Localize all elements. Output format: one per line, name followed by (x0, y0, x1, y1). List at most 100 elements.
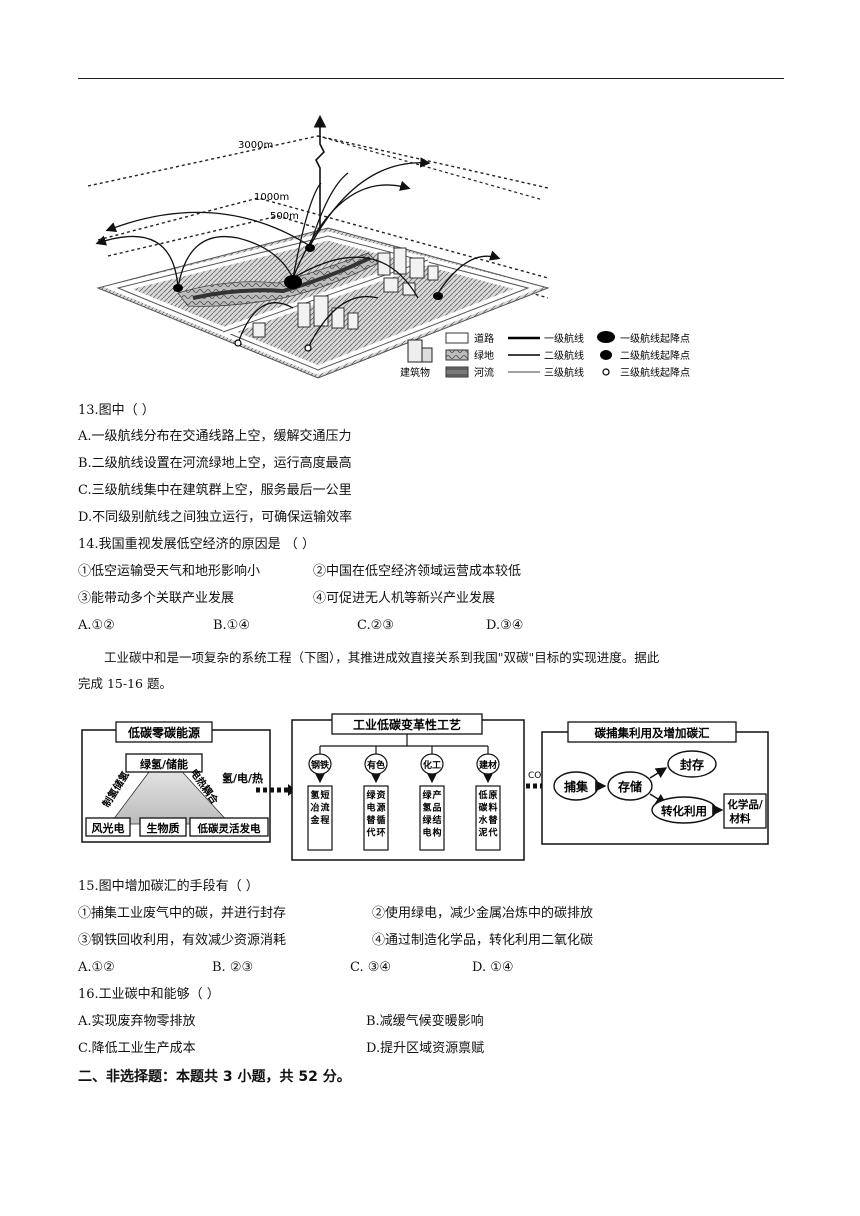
q16-option-c: C.降低工业生产成本 (78, 1041, 196, 1056)
storage-node: 存储 (617, 779, 642, 794)
process-char: 替 (488, 814, 498, 826)
convert-node: 转化利用 (661, 804, 707, 818)
q15-statement-1: ①捕集工业废气中的碳，并进行封存 (78, 906, 287, 921)
process-char: 冶 (310, 802, 319, 814)
intro-line-2: 完成 15-16 题。 (78, 676, 172, 691)
process-char: 碳 (478, 802, 488, 814)
q16-option-d: D.提升区域资源禀赋 (366, 1041, 485, 1056)
q13-stem: 13.图中（ ） (78, 403, 155, 418)
process-char: 短 (320, 789, 329, 801)
chem-line-1: 化学品/ (727, 798, 762, 811)
legend-building: 建筑物 (400, 366, 430, 379)
industrial-carbon-neutral-figure: 低碳零碳能源 绿氢/储能 制氢储氢 电热耦合 风光电 生物质 低碳灵活发电 氢/… (81, 713, 769, 861)
process-char: 料 (488, 802, 497, 814)
process-char: 构 (432, 827, 441, 839)
q13-option-c: C.三级航线集中在建筑群上空，服务最后一公里 (78, 483, 352, 498)
q13-option-a: A.一级航线分布在交通线路上空，缓解交通压力 (78, 429, 352, 444)
box1-title: 低碳零碳能源 (127, 725, 200, 740)
process-char: 电 (422, 827, 431, 839)
q14-option-d: D.③④ (486, 618, 524, 633)
height-label-3000: 3000m (238, 140, 273, 151)
wind-solar: 风光电 (92, 821, 125, 835)
q15-option-b: B. ②③ (212, 960, 254, 975)
process-char: 电 (366, 802, 375, 814)
legend-line1: 一级航线 (544, 332, 584, 345)
header-rule (78, 78, 784, 79)
legend-point1: 一级航线起降点 (620, 332, 690, 345)
co2-label: CO₂ (528, 771, 545, 781)
industry-label: 建材 (479, 759, 497, 771)
process-char: 流 (320, 802, 329, 814)
process-box (363, 785, 389, 851)
seal-node: 封存 (680, 757, 704, 772)
process-char: 结 (432, 814, 441, 826)
height-label-500: 500m (270, 211, 299, 222)
process-char: 水 (478, 814, 488, 826)
hydrogen-power-heat-label: 氢/电/热 (222, 771, 263, 785)
low-altitude-route-figure: 3000m 1000m 500m (87, 114, 690, 379)
q14-statement-1: ①低空运输受天气和地形影响小 (78, 564, 261, 579)
q13-option-d: D.不同级别航线之间独立运行，可确保运输效率 (78, 510, 353, 525)
height-label-1000: 1000m (254, 192, 289, 203)
q15-statement-2: ②使用绿电，减少金属冶炼中的碳排放 (372, 906, 594, 921)
legend-point2: 二级航线起降点 (620, 349, 690, 362)
q15-option-d: D. ①④ (472, 960, 514, 975)
box3-title: 碳捕集利用及增加碳汇 (595, 726, 710, 740)
process-char: 氢 (422, 802, 431, 814)
q14-stem: 14.我国重视发展低空经济的原因是 （ ） (78, 537, 315, 552)
process-char: 绿 (422, 789, 432, 801)
legend-point3: 三级航线起降点 (620, 366, 690, 379)
level1-landing-point (284, 275, 302, 289)
legend-line2: 二级航线 (544, 349, 584, 362)
q14-statement-2: ②中国在低空经济领域运营成本较低 (313, 564, 522, 579)
process-char: 替 (366, 814, 376, 826)
process-box (475, 785, 501, 851)
process-char: 氢 (310, 789, 319, 801)
process-char: 资 (376, 789, 385, 801)
process-char: 金 (309, 814, 320, 826)
process-char: 绿 (366, 789, 376, 801)
box2-title: 工业低碳变革性工艺 (353, 717, 461, 732)
hydrogen-storage: 绿氢/储能 (140, 757, 188, 771)
process-char: 循 (376, 814, 385, 826)
process-char: 源 (376, 802, 385, 814)
chem-line-2: 材料 (729, 812, 751, 825)
process-char: 代 (365, 827, 375, 839)
q15-option-a: A.①② (78, 960, 115, 975)
process-char: 原 (488, 790, 497, 801)
q15-stem: 15.图中增加碳汇的手段有（ ） (78, 879, 259, 894)
process-char: 品 (432, 803, 441, 814)
process-char: 绿 (422, 814, 432, 826)
process-box (307, 785, 333, 851)
industry-label: 有色 (367, 759, 385, 771)
q16-option-b: B.减缓气候变暖影响 (366, 1014, 484, 1029)
industry-label: 化工 (423, 759, 441, 771)
q16-option-a: A.实现废弃物零排放 (78, 1014, 196, 1029)
legend-river: 河流 (474, 366, 494, 379)
process-char: 代 (487, 827, 497, 839)
q14-statement-4: ④可促进无人机等新兴产业发展 (313, 591, 496, 606)
section-2-heading: 二、非选择题：本题共 3 小题，共 52 分。 (78, 1069, 351, 1085)
process-box (419, 785, 445, 851)
q14-statement-3: ③能带动多个关联产业发展 (78, 591, 235, 606)
q14-option-b: B.①④ (213, 618, 250, 633)
process-char: 环 (376, 828, 385, 839)
q13-option-b: B.二级航线设置在河流绿地上空，运行高度最高 (78, 456, 352, 471)
q15-statement-4: ④通过制造化学品，转化利用二氧化碳 (372, 933, 594, 948)
process-char: 产 (432, 789, 441, 801)
figure1-legend: 道路 绿地 河流 建筑物 一级航线 二级航线 三级航线 一级航线起降点 二级航线… (400, 331, 690, 379)
q14-option-c: C.②③ (357, 618, 394, 633)
low-carbon-power: 低碳灵活发电 (197, 822, 261, 835)
capture-node: 捕集 (564, 779, 589, 794)
q15-statement-3: ③钢铁回收利用，有效减少资源消耗 (78, 933, 287, 948)
q16-stem: 16.工业碳中和能够（ ） (78, 987, 220, 1002)
industry-label: 钢铁 (311, 759, 329, 771)
legend-green: 绿地 (474, 349, 494, 362)
biomass: 生物质 (147, 821, 180, 835)
process-char: 泥 (478, 827, 487, 839)
legend-line3: 三级航线 (544, 366, 584, 379)
process-char: 低 (477, 789, 487, 801)
process-char: 程 (320, 814, 329, 826)
intro-line-1: 工业碳中和是一项复杂的系统工程（下图），其推进成效直接关系到我国"双碳"目标的实… (104, 650, 660, 665)
q14-option-a: A.①② (78, 618, 115, 633)
